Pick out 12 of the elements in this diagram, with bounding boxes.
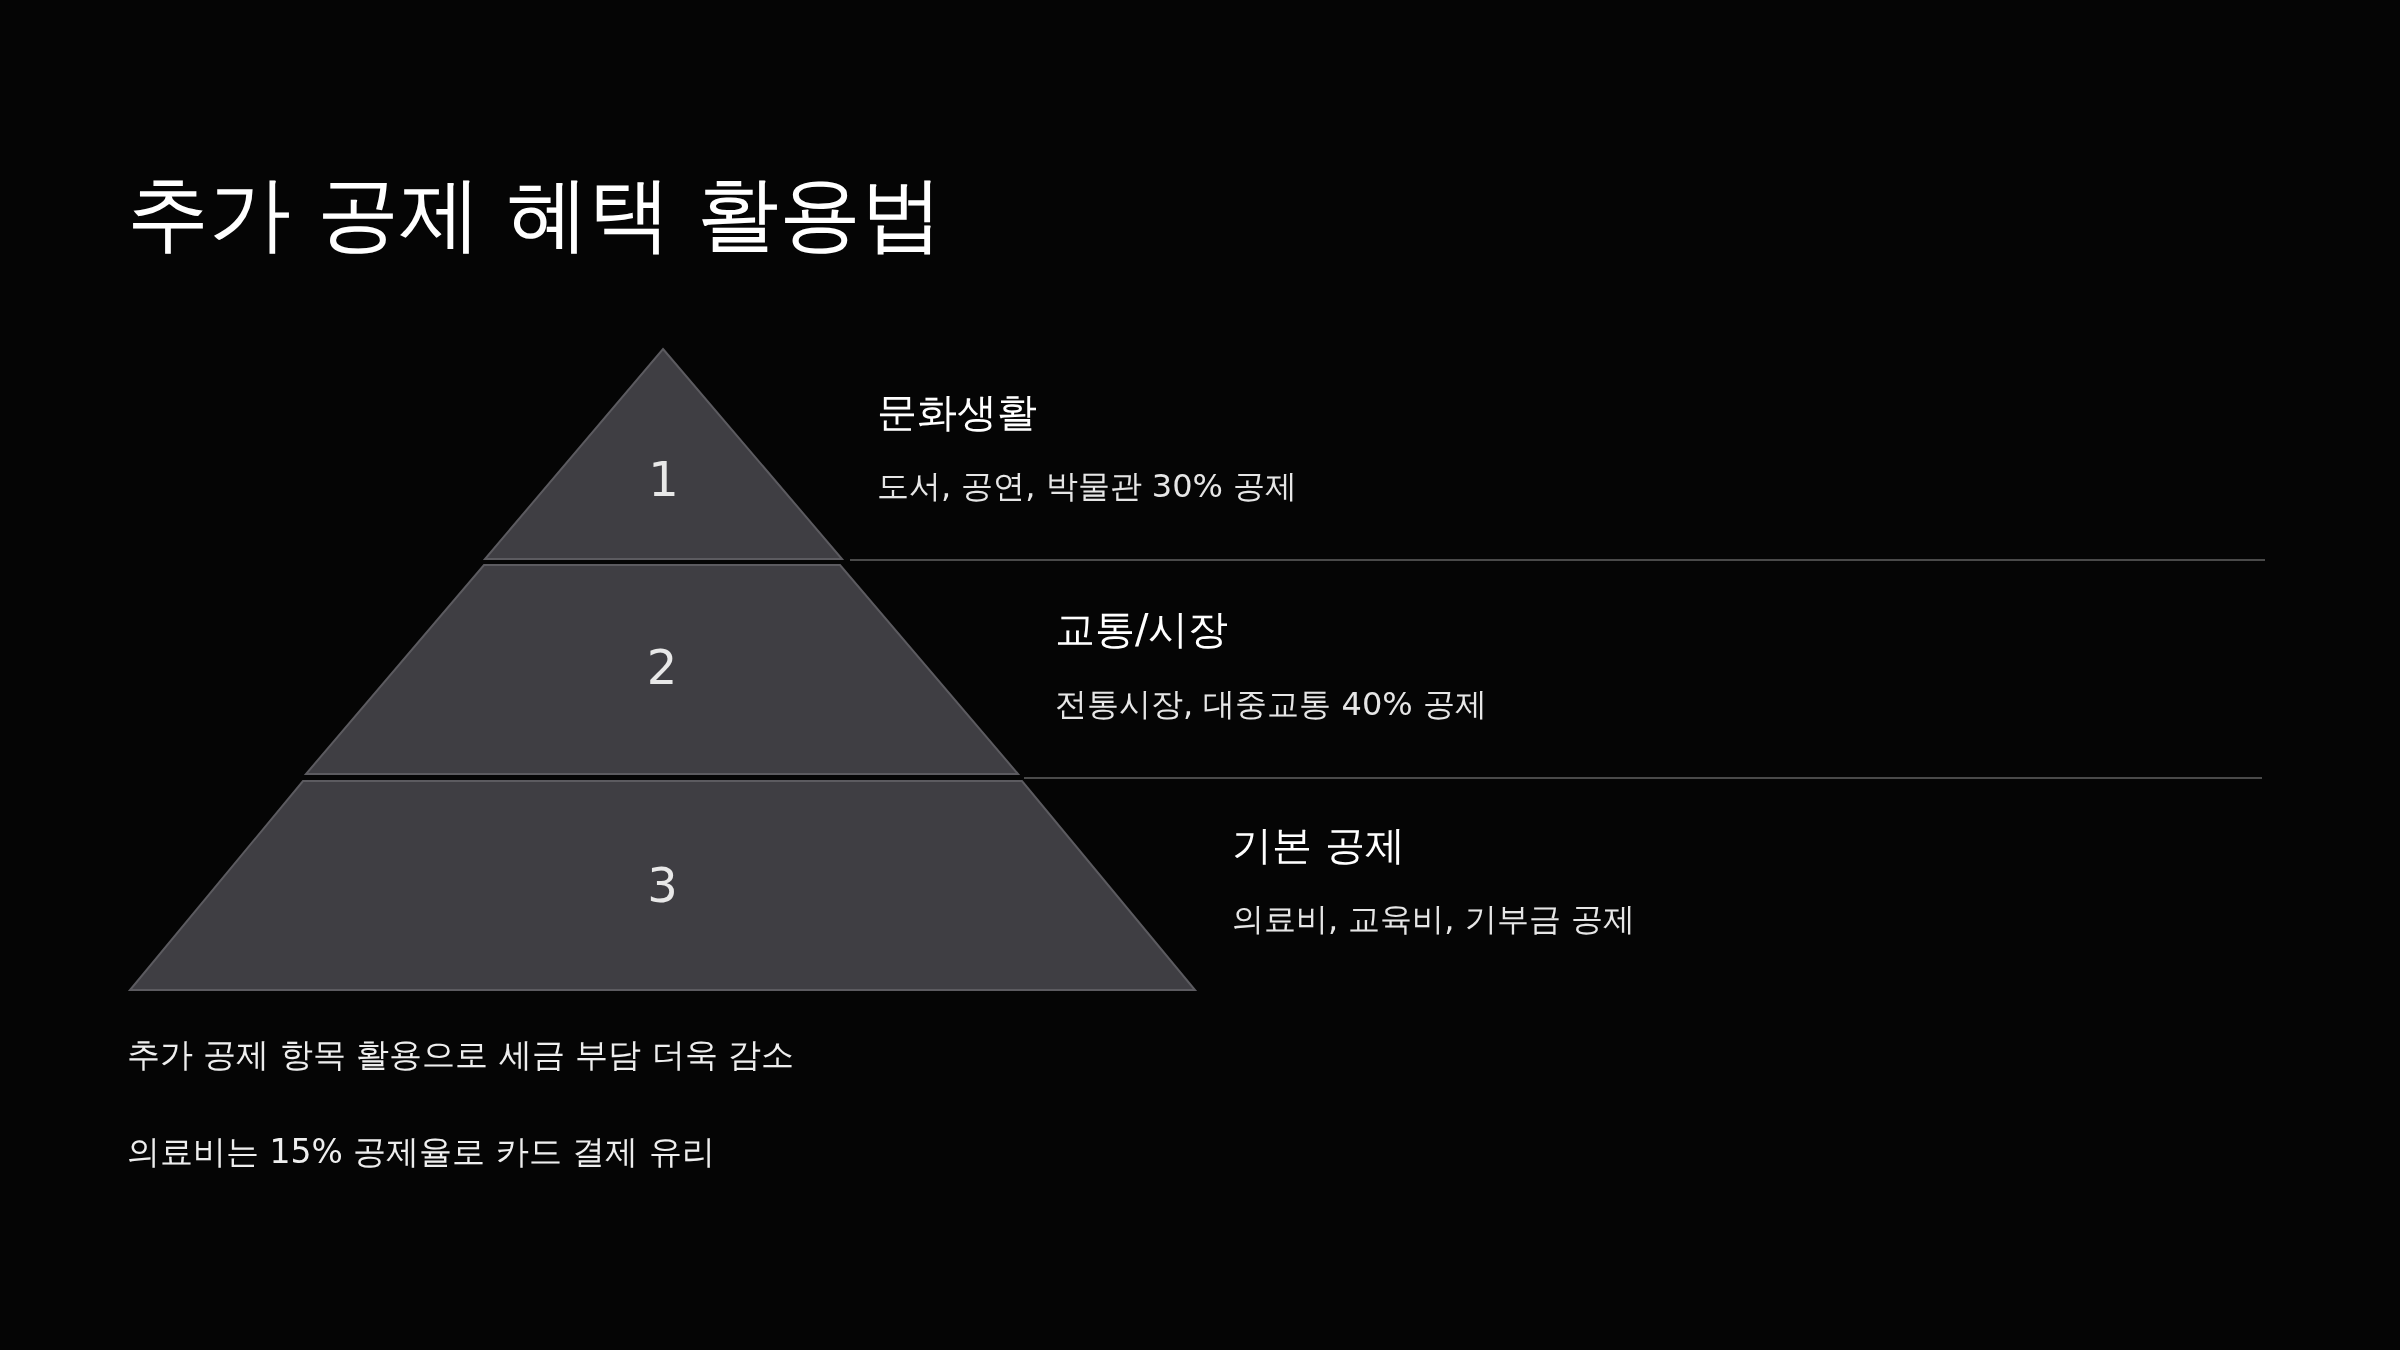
title: 추가 공제 혜택 활용법 — [127, 165, 944, 263]
level-heading: 기본 공제 — [1232, 821, 1405, 870]
note-text: 의료비는 15% 공제율로 카드 결제 유리 — [127, 1131, 715, 1173]
note-text: 추가 공제 항목 활용으로 세금 부담 더욱 감소 — [127, 1034, 795, 1076]
level-description: 전통시장, 대중교통 40% 공제 — [1055, 684, 1487, 725]
level-heading: 문화생활 — [877, 388, 1037, 437]
level-description: 의료비, 교육비, 기부금 공제 — [1232, 899, 1635, 940]
level-description: 도서, 공연, 박물관 30% 공제 — [877, 466, 1298, 507]
level-number: 2 — [646, 639, 678, 695]
level-number: 3 — [647, 857, 678, 913]
level-number: 1 — [648, 451, 679, 507]
level-heading: 교통/시장 — [1055, 605, 1229, 654]
